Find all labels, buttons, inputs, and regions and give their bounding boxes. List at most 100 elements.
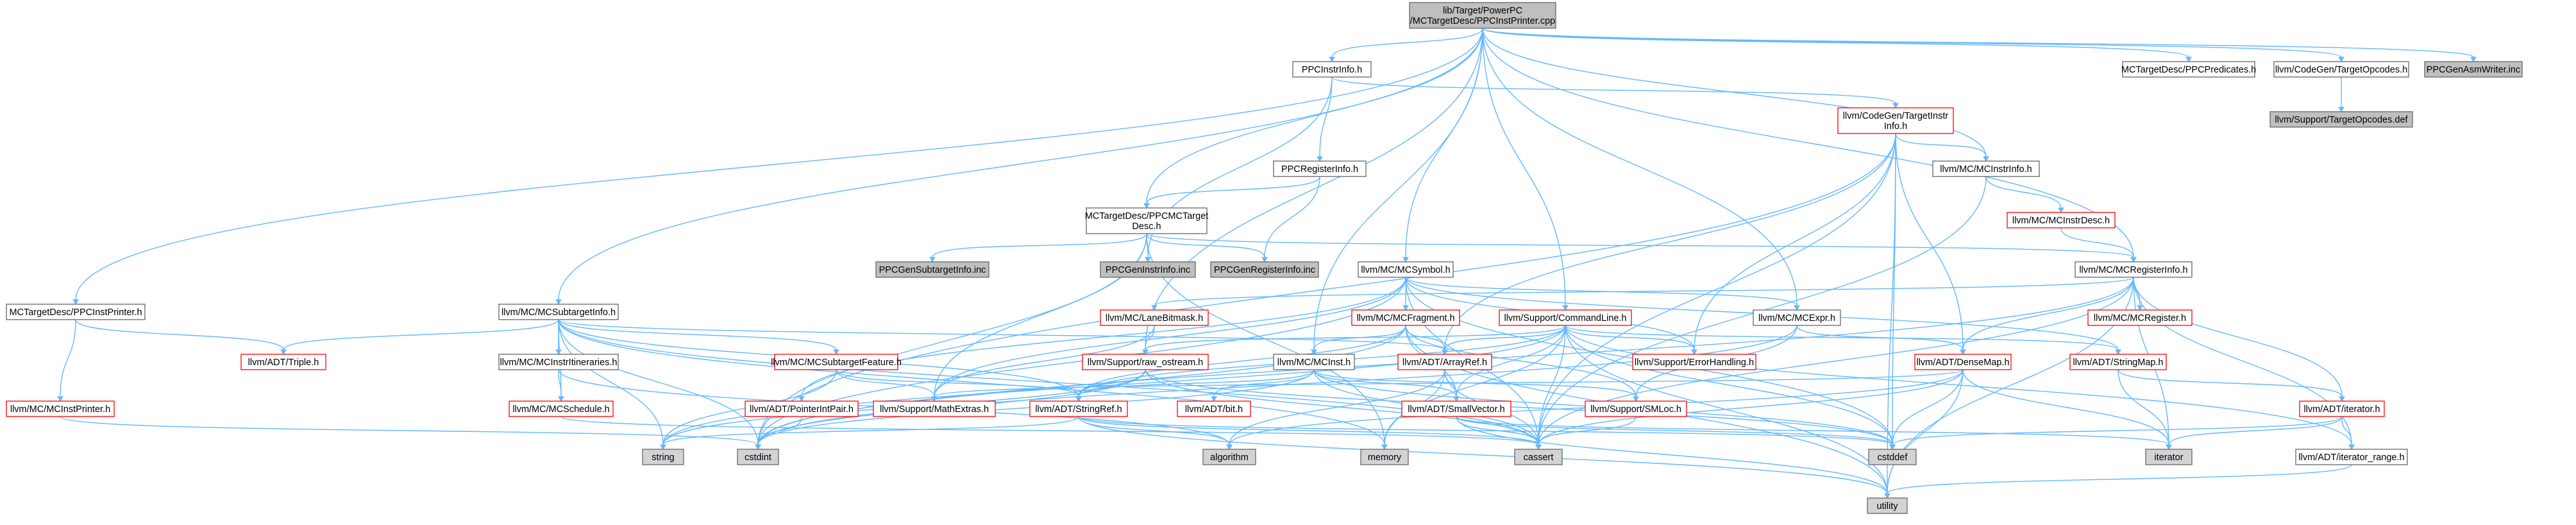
node-box (1914, 354, 2012, 370)
node-ppcgensubtargetinfo[interactable]: PPCGenSubtargetInfo.inc (875, 261, 989, 278)
edge-line (1796, 325, 1964, 350)
node-label: PPCGenSubtargetInfo.inc (879, 265, 986, 275)
node-std-cstdint[interactable]: cstdint (737, 449, 779, 465)
node-box (1202, 449, 1256, 465)
edge-arrowhead (2130, 257, 2137, 263)
node-label: llvm/ADT/DenseMap.h (1916, 357, 2009, 368)
node-box (240, 354, 326, 370)
node-mc-mcexpr[interactable]: llvm/MC/MCExpr.h (1753, 309, 1841, 326)
edge-line (1146, 28, 1483, 204)
node-support-mathextras[interactable]: llvm/Support/MathExtras.h (873, 400, 996, 417)
node-mc-mcschedule[interactable]: llvm/MC/MCSchedule.h (509, 400, 614, 417)
node-mc-mcinstprinter[interactable]: llvm/MC/MCInstPrinter.h (6, 400, 115, 417)
node-label: llvm/MC/MCInstrDesc.h (2012, 216, 2110, 226)
node-mc-mcinstritineraries[interactable]: llvm/MC/MCInstrItineraries.h (498, 354, 619, 370)
edge-arrowhead (1884, 493, 1890, 499)
node-mc-mcregister[interactable]: llvm/MC/MCRegister.h (2087, 309, 2193, 326)
node-root[interactable]: lib/Target/PowerPC/MCTargetDesc/PPCInstP… (1409, 2, 1556, 29)
node-adt-iterator[interactable]: llvm/ADT/iterator.h (2299, 400, 2385, 417)
edge-line (1482, 28, 2474, 58)
node-std-algorithm[interactable]: algorithm (1202, 449, 1256, 465)
dependency-edge (1565, 325, 2121, 356)
dependency-edge (1142, 325, 1566, 356)
node-adt-stringmap[interactable]: llvm/ADT/StringMap.h (2069, 354, 2167, 370)
dependency-edge (1482, 28, 2477, 63)
edge-line (757, 133, 1896, 445)
node-box (1401, 400, 1511, 417)
node-mc-mcsymbol[interactable]: llvm/MC/MCSymbol.h (1358, 261, 1454, 278)
node-adt-pointerintpair[interactable]: llvm/ADT/PointerIntPair.h (745, 400, 859, 417)
node-box (745, 400, 859, 417)
node-ppcgeninstrinfo[interactable]: PPCGenInstrInfo.inc (1100, 261, 1196, 278)
node-mc-lanebitmask[interactable]: llvm/MC/LaneBitmask.h (1100, 309, 1209, 326)
edge-line (1456, 416, 1888, 494)
node-label: llvm/MC/MCRegister.h (2094, 313, 2186, 323)
edge-line (1962, 277, 2134, 350)
dependency-edge (558, 319, 839, 356)
edge-arrowhead (1261, 257, 1268, 263)
node-adt-arrayref[interactable]: llvm/ADT/ArrayRef.h (1397, 354, 1492, 370)
node-support-commandline[interactable]: llvm/Support/CommandLine.h (1499, 309, 1632, 326)
node-label: llvm/MC/MCSchedule.h (512, 404, 610, 415)
node-ppcgenregisterinfo[interactable]: PPCGenRegisterInfo.inc (1210, 261, 1319, 278)
node-label: llvm/Support/SMLoc.h (1590, 404, 1681, 415)
node-mc-mcinstrdesc[interactable]: llvm/MC/MCInstrDesc.h (2007, 212, 2116, 228)
node-adt-densemap[interactable]: llvm/ADT/DenseMap.h (1914, 354, 2012, 370)
node-adt-stringref[interactable]: llvm/ADT/StringRef.h (1029, 400, 1128, 417)
node-support-errorhandling[interactable]: llvm/Support/ErrorHandling.h (1632, 354, 1756, 370)
edge-line (1145, 28, 1483, 350)
node-mc-mcsubtargetinfo[interactable]: llvm/MC/MCSubtargetInfo.h (498, 304, 619, 320)
edge-line (558, 319, 1539, 445)
node-ppcinstrinfo[interactable]: PPCInstrInfo.h (1292, 61, 1372, 78)
node-box (1397, 354, 1492, 370)
node-std-memory[interactable]: memory (1360, 449, 1409, 465)
dependency-edge (1317, 76, 1333, 162)
edge-arrowhead (1317, 156, 1323, 162)
edge-arrowhead (1402, 305, 1409, 311)
edge-arrowhead (2137, 305, 2143, 311)
dependency-edge (558, 369, 564, 402)
node-std-utility[interactable]: utility (1867, 497, 1908, 514)
edge-line (1456, 325, 1566, 397)
node-mctd-predicates[interactable]: MCTargetDesc/PPCPredicates.h (2121, 61, 2256, 78)
edge-line (1145, 369, 1893, 445)
node-adt-triple[interactable]: llvm/ADT/Triple.h (240, 354, 326, 370)
edge-line (558, 319, 664, 445)
edge-arrowhead (2058, 207, 2064, 214)
node-ppcregisterinfo[interactable]: PPCRegisterInfo.h (1273, 160, 1367, 177)
node-mctd-ppcinstprinter-h[interactable]: MCTargetDesc/PPCInstPrinter.h (6, 304, 146, 320)
node-mc-mcinstrinfo[interactable]: llvm/MC/MCInstrInfo.h (1932, 160, 2040, 177)
node-mc-mcregisterinfo[interactable]: llvm/MC/MCRegisterInfo.h (2075, 261, 2193, 278)
dependency-edge (1313, 369, 1460, 402)
node-box (2087, 309, 2193, 326)
node-box (873, 400, 996, 417)
node-std-string[interactable]: string (642, 449, 684, 465)
node-box (6, 400, 115, 417)
dependency-edge (60, 416, 761, 451)
node-adt-bit[interactable]: llvm/ADT/bit.h (1177, 400, 1251, 417)
node-std-cstddef[interactable]: cstddef (1868, 449, 1917, 465)
edge-line (836, 369, 1079, 397)
edge-line (60, 416, 759, 445)
edge-arrowhead (2348, 444, 2355, 451)
node-support-smloc[interactable]: llvm/Support/SMLoc.h (1585, 400, 1687, 417)
node-std-cassert[interactable]: cassert (1514, 449, 1563, 465)
node-adt-smallvector[interactable]: llvm/ADT/SmallVector.h (1401, 400, 1511, 417)
dependency-edge (1535, 277, 2134, 451)
edge-line (934, 369, 1964, 397)
node-adt-iterator-range[interactable]: llvm/ADT/iterator_range.h (2295, 449, 2408, 465)
node-mc-mcinst[interactable]: llvm/MC/MCInst.h (1273, 354, 1355, 370)
node-mc-mcfragment[interactable]: llvm/MC/MCFragment.h (1351, 309, 1460, 326)
node-box (1585, 400, 1687, 417)
node-support-raw-ostream[interactable]: llvm/Support/raw_ostream.h (1082, 354, 1209, 370)
node-mc-mcsubtargetfeature[interactable]: llvm/MC/MCSubtargetFeature.h (771, 354, 902, 370)
node-support-targetopcodes-def[interactable]: llvm/Support/TargetOpcodes.def (2269, 111, 2413, 128)
node-codegen-targetopcodes[interactable]: llvm/CodeGen/TargetOpcodes.h (2273, 61, 2409, 78)
edge-arrowhead (929, 257, 936, 263)
edge-line (1078, 416, 1888, 494)
dependency-edge (2060, 227, 2137, 263)
node-ppcgenasmwriter[interactable]: PPCGenAsmWriter.inc (2424, 61, 2523, 78)
node-std-iterator[interactable]: iterator (2145, 449, 2193, 465)
